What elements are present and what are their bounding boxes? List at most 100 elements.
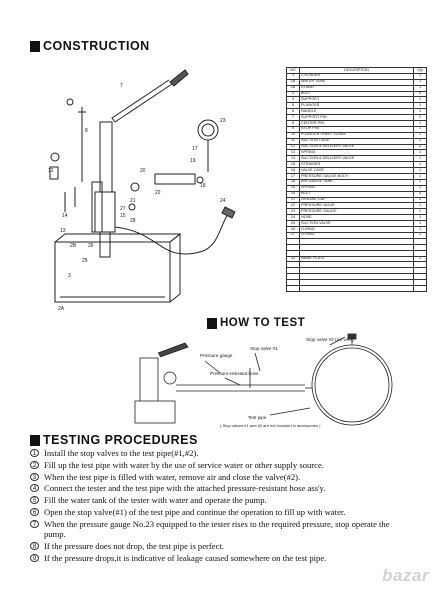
callout-13: 13 [60,228,66,234]
step-text: Install the stop valves to the test pipe… [44,448,199,458]
list-item: 1 Install the stop valves to the test pip… [30,448,410,458]
callout-7: 7 [120,83,123,89]
watermark: bazar [382,566,429,585]
step-text: Connect the tester and the test pipe wit… [44,483,326,494]
step-text: When the pressure gauge No.23 equipped t… [44,518,390,540]
step-number: 2 [30,460,39,469]
part-qty: 1 [413,196,427,204]
step-number: 7 [30,519,39,528]
callout-19: 19 [190,158,196,164]
stop-valve-1-label: Stop valve #1 [250,346,278,351]
test-pipe-label: Test pipe [248,415,267,420]
table-row [286,237,427,245]
step-text: When the test pipe is filled with water,… [44,471,301,482]
step-number: 5 [30,496,39,505]
part-qty: 1 [413,149,427,157]
callout-21: 21 [130,198,136,204]
part-qty [413,237,427,245]
part-qty: 1 [413,155,427,163]
callout-15: 15 [120,213,126,219]
callout-20: 20 [140,168,146,174]
list-item: 2 Fill up the test pipe with water by the… [30,460,410,470]
testing-procedures-heading: TESTING PROCEDURES [30,433,198,447]
callout-2b: 2B [70,243,77,249]
list-item: 9 If the pressure drops,it is indicative … [30,553,410,563]
test-pipe-note: ( Stop valves #1 and #2 are not included… [220,423,321,428]
step-number: 4 [30,484,39,493]
list-item: 8 If the pressure does not drop, the test… [30,541,410,551]
step-number: 9 [30,553,39,562]
part-qty: 1 [413,231,427,239]
part-qty: 1 [413,220,427,228]
square-bullet-icon [30,434,40,446]
step-number: 1 [30,449,39,457]
list-item: 4 Connect the tester and the test pipe wi… [30,483,410,493]
part-qty: 1 [413,208,427,216]
step-number: 8 [30,542,39,550]
construction-heading: CONSTRUCTION [30,39,150,53]
callout-17: 17 [192,146,198,152]
step-text: If the pressure drops,it is indicative o… [44,552,327,563]
table-row [286,249,427,257]
how-to-test-heading: HOW TO TEST [207,317,305,329]
step-text: Open the stop valve(#1) of the test pipe… [44,507,346,518]
list-item: 6 Open the stop valve(#1) of the test pip… [30,507,410,517]
testing-steps-list: 1 Install the stop valves to the test pip… [30,448,410,565]
part-qty: 1 [413,214,427,222]
list-item: 7 When the pressure gauge No.23 equipped … [30,519,410,540]
callout-18: 18 [200,183,206,189]
exploded-pump-drawing: 2A 2B 3 7 8 12 13 14 15 17 18 19 20 21 2… [48,69,236,312]
callout-26: 26 [88,243,94,249]
part-qty: 4 [413,190,427,198]
part-qty [413,284,427,292]
stop-valve-2-label: Stop valve #2 (Air vent) [306,337,354,342]
callout-22: 22 [155,190,161,196]
callout-24: 24 [220,198,226,204]
part-qty [413,249,427,257]
callout-2a: 2A [58,306,65,312]
part-qty: 1 [413,131,427,139]
table-row [286,243,427,251]
part-qty: 1 [413,178,427,186]
pressure-gauge-label: Pressure gauge [200,353,233,358]
callout-3: 3 [68,273,71,279]
step-text: If the pressure does not drop, the test … [44,541,224,551]
step-text: Fill the water tank of the tester with w… [44,495,267,506]
callout-23: 23 [220,118,226,124]
square-bullet-icon [207,317,217,329]
step-number: 6 [30,508,39,517]
part-qty: 1 [413,226,427,233]
list-item: 5 Fill the water tank of the tester with … [30,495,410,505]
resistant-hose-label: Pressure-resistant hose [210,371,259,376]
step-text: Fill up the test pipe with water by the … [44,459,324,470]
part-description [299,284,414,292]
table-row [286,284,427,292]
callout-27: 27 [120,206,126,212]
part-qty: 1 [413,173,427,180]
step-number: 3 [30,472,39,481]
callout-28: 28 [130,218,136,224]
callout-8: 8 [85,128,88,134]
part-qty: 1 [413,184,427,192]
part-no [286,284,300,292]
part-qty [413,243,427,251]
